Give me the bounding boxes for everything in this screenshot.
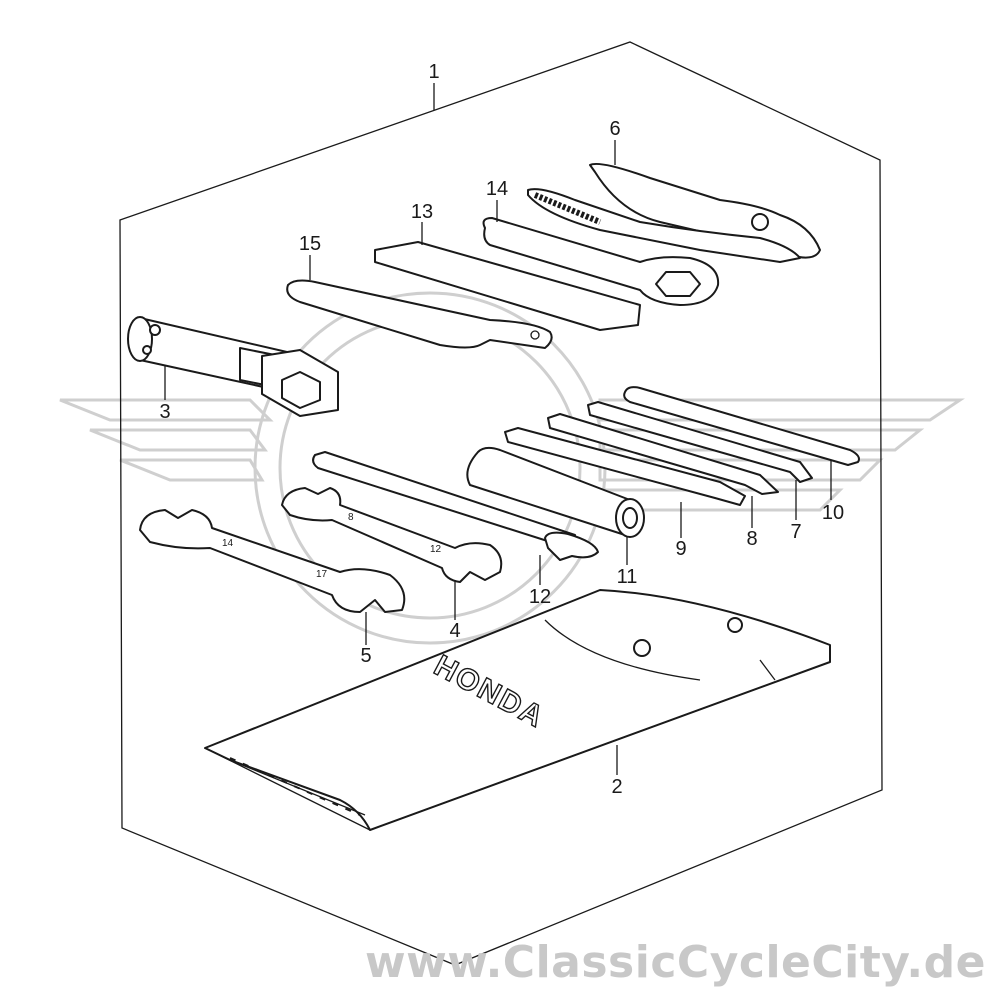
hook-spanner-part-15 xyxy=(286,279,553,349)
callout-13: 13 xyxy=(411,201,433,223)
screwdriver-blade-part-9 xyxy=(504,427,746,506)
extension-bar-part-12 xyxy=(312,451,599,561)
pliers-part-6 xyxy=(527,162,821,263)
wrench-size-mark: 17 xyxy=(316,569,328,580)
callout-4: 4 xyxy=(449,620,460,642)
spark-plug-wrench-part-3 xyxy=(127,316,339,417)
callout-12: 12 xyxy=(529,586,551,608)
tool-pouch-part-2: HONDA xyxy=(204,589,831,831)
leader-lines xyxy=(164,83,832,775)
watermark-url: www.ClassicCycleCity.de xyxy=(364,937,986,988)
open-end-wrench-part-4: 8 12 xyxy=(281,487,503,583)
callout-2: 2 xyxy=(611,776,622,798)
callout-11: 11 xyxy=(617,566,638,588)
hex-plate-spanner-part-14 xyxy=(482,217,720,306)
callout-14: 14 xyxy=(486,178,508,200)
screwdriver-blade-part-7 xyxy=(587,401,813,483)
callout-6: 6 xyxy=(609,118,620,140)
callout-5: 5 xyxy=(360,645,371,667)
flat-blade-part-10 xyxy=(623,386,860,466)
screwdriver-handle-part-11 xyxy=(466,446,645,538)
screwdriver-blade-part-8 xyxy=(547,413,779,495)
callout-3: 3 xyxy=(159,401,170,423)
callout-8: 8 xyxy=(746,528,757,550)
callout-7: 7 xyxy=(790,521,801,543)
wrench-size-mark: 14 xyxy=(222,538,234,549)
callout-9: 9 xyxy=(675,538,686,560)
callout-1: 1 xyxy=(428,61,439,83)
wrench-size-mark: 8 xyxy=(348,512,354,523)
callout-10: 10 xyxy=(822,502,844,524)
callout-numbers: 1 2 3 4 5 6 7 8 9 10 11 12 13 14 15 xyxy=(159,61,844,798)
open-end-wrench-part-5: 14 17 xyxy=(139,509,406,613)
flat-bar-part-13 xyxy=(374,241,641,331)
callout-15: 15 xyxy=(299,233,321,255)
kit-frame-outline xyxy=(119,41,883,966)
wrench-size-mark: 12 xyxy=(430,544,442,555)
